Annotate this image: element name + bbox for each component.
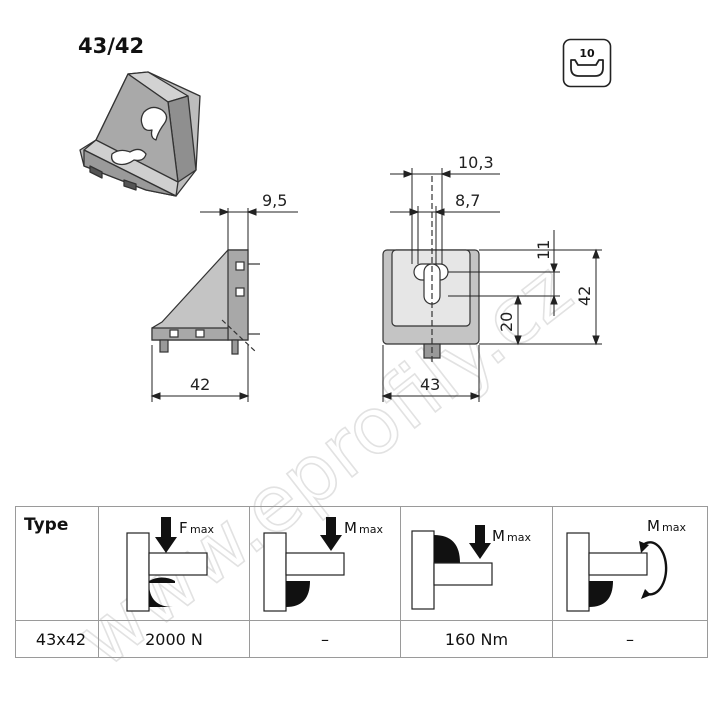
hole-height-label: 20 xyxy=(497,312,516,332)
row-value-fmax: 2000 N xyxy=(98,620,250,658)
axial-force-icon: F max xyxy=(126,517,214,612)
front-width-label: 43 xyxy=(420,375,440,394)
bracket-3d-image xyxy=(79,71,201,197)
slot-width-label: 10,3 xyxy=(458,153,494,172)
side-width-label: 42 xyxy=(190,375,210,394)
rotation-moment-icon: M max xyxy=(566,517,686,612)
technical-drawings: 42 9,5 xyxy=(79,71,602,402)
mmax-symbol-1: M xyxy=(344,519,357,537)
type-header: Type xyxy=(15,506,99,621)
torsion-moment-icon: M max xyxy=(410,525,531,610)
fmax-subscript: max xyxy=(190,523,214,536)
product-title: 43/42 xyxy=(78,34,145,58)
row-type-cell: 43x42 xyxy=(15,620,99,658)
slot-height-label: 11 xyxy=(534,240,553,260)
mmax-subscript-1: max xyxy=(359,523,383,536)
mmax-symbol-3: M xyxy=(647,517,660,535)
side-view-dimensions xyxy=(150,208,298,402)
mmax-header-1: M max xyxy=(249,506,401,621)
fmax-header: F max xyxy=(98,506,250,621)
side-offset-label: 9,5 xyxy=(262,191,287,210)
row-value-mmax-3: – xyxy=(552,620,708,658)
table-header-row: Type F max M max xyxy=(15,506,708,621)
mmax-header-2: M max xyxy=(400,506,553,621)
fmax-symbol: F xyxy=(179,519,188,537)
front-height-label: 42 xyxy=(575,286,594,306)
front-view-drawing xyxy=(382,176,480,364)
slot-10-badge-icon: 10 xyxy=(562,38,612,88)
row-value-mmax-2: 160 Nm xyxy=(400,620,553,658)
slot-inner-width-label: 8,7 xyxy=(455,191,480,210)
slot-badge-label: 10 xyxy=(579,47,595,60)
table-row: 43x42 2000 N – 160 Nm – xyxy=(15,620,708,658)
front-view-dimensions xyxy=(381,168,602,402)
load-table: Type F max M max xyxy=(15,506,708,658)
mmax-header-3: M max xyxy=(552,506,708,621)
mmax-symbol-2: M xyxy=(492,527,505,545)
row-value-mmax-1: – xyxy=(249,620,401,658)
bending-moment-icon: M max xyxy=(263,517,383,612)
mmax-subscript-3: max xyxy=(662,521,686,534)
side-view-drawing xyxy=(151,249,260,355)
mmax-subscript-2: max xyxy=(507,531,531,544)
